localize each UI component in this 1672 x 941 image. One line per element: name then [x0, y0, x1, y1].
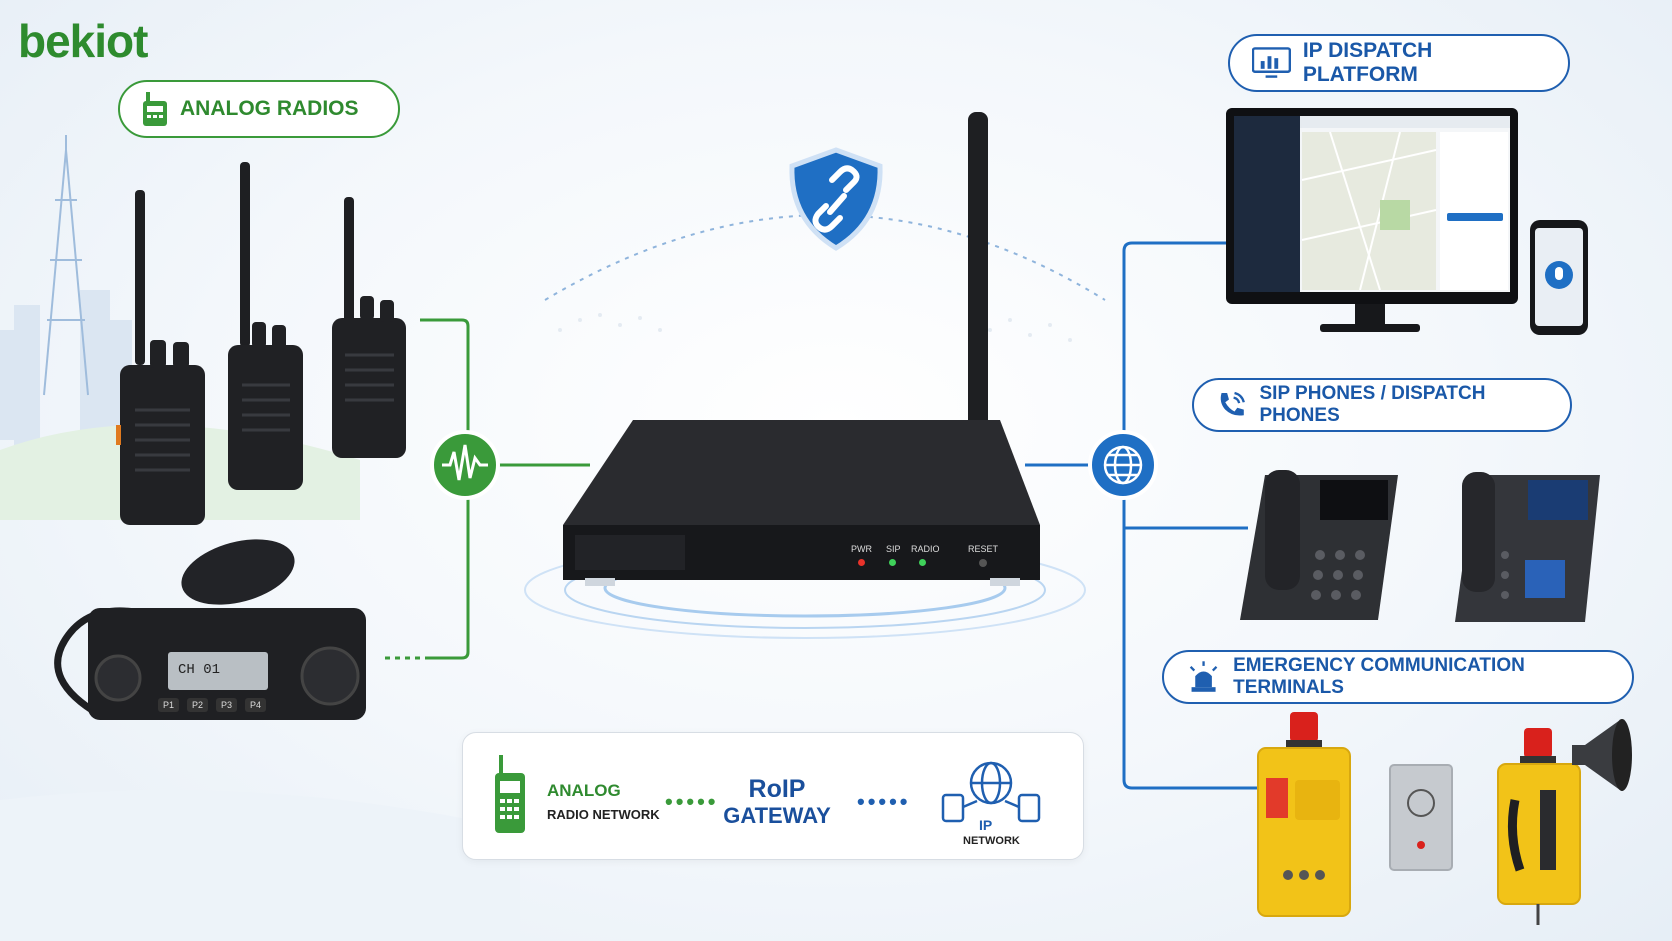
phone-call-icon: [1220, 391, 1245, 416]
ip-dispatch-text: IP DISPATCH PLATFORM: [1302, 39, 1433, 86]
sip-phone-2: [1455, 472, 1600, 622]
dispatch-sidebar: [1234, 116, 1300, 292]
handset: [1265, 470, 1300, 590]
radio-led: [919, 559, 926, 566]
legend-gateway-line2: GATEWAY: [723, 803, 831, 828]
legend-analog-sub: RADIO NETWORK: [547, 807, 660, 822]
handheld-radio-2: [228, 162, 303, 490]
dispatch-map: [1302, 132, 1436, 290]
legend-dots-left: •••••: [665, 789, 719, 814]
globe-icon: [1103, 445, 1143, 485]
led-label-radio: RADIO: [911, 544, 940, 554]
analog-radios-text: ANALOG RADIOS: [180, 97, 359, 120]
emergency-terminals-label: EMERGENCY COMMUNICATION TERMINALS: [1162, 650, 1634, 704]
mobile-radio-channel: CH 01: [178, 662, 221, 678]
mobile-radio-keys: P1 P2 P3 P4: [158, 698, 267, 712]
radio-key-p1: P1: [158, 698, 180, 712]
dispatch-monitor: [1226, 108, 1518, 332]
legend-ip-title: IP: [979, 817, 993, 833]
sip-phones-text: SIP PHONES / DISPATCH PHONES: [1259, 383, 1486, 426]
led-label-sip: SIP: [886, 544, 901, 554]
radio-key-p3: P3: [216, 698, 238, 712]
beacon-icon: [1524, 728, 1552, 758]
handheld-radio-3: [332, 197, 406, 458]
pwr-led: [858, 559, 865, 566]
sip-phone-1: [1240, 470, 1398, 620]
cell-tower-icon: [43, 135, 89, 396]
gateway-top: [563, 420, 1040, 525]
emergency-intercom: [1389, 764, 1453, 871]
legend-analog-title: ANALOG: [547, 781, 621, 800]
analog-radios-label: ANALOG RADIOS: [118, 80, 400, 138]
emergency-terminal-2: [1497, 728, 1581, 925]
mic-icon: [1555, 267, 1563, 280]
volume-knob-icon: [94, 654, 142, 702]
legend-radio-icon: [495, 755, 525, 833]
legend-gateway-line1: RoIP: [748, 775, 806, 803]
ip-dispatch-label: IP DISPATCH PLATFORM: [1228, 34, 1570, 92]
sip-led: [889, 559, 896, 566]
bekiot-logo: bekiot: [18, 15, 148, 67]
megaphone-icon: [1572, 719, 1632, 791]
channel-knob-icon: [300, 646, 360, 706]
handset: [1462, 472, 1495, 592]
led-label-pwr: PWR: [851, 544, 872, 554]
city-skyline: [0, 290, 132, 445]
mobile-radio: [54, 539, 366, 720]
speaker-grille-icon: [1407, 789, 1435, 817]
radio-key-p4: P4: [245, 698, 267, 712]
emergency-terminals-text: EMERGENCY COMMUNICATION TERMINALS: [1233, 655, 1525, 698]
legend-ip-sub: NETWORK: [963, 835, 1020, 847]
network-legend: ANALOG RADIO NETWORK ••••• RoIP GATEWAY …: [462, 732, 1084, 860]
emergency-terminal-1: [1257, 712, 1351, 917]
radio-key-p2: P2: [187, 698, 209, 712]
legend-ip-network-icon: [941, 761, 1041, 823]
ip-network-node: [1088, 430, 1158, 500]
radio-icon: [143, 92, 167, 126]
ip-connector-lines: [1025, 241, 1258, 790]
analog-signal-node: [430, 430, 500, 500]
handset-icon: [1507, 799, 1525, 872]
hand-mic: [181, 539, 295, 605]
monitor-chart-icon: [1252, 47, 1291, 78]
reset-label: RESET: [968, 544, 999, 554]
world-map-dots: [558, 313, 1072, 342]
smartphone: [1530, 220, 1588, 335]
beacon-icon: [1290, 712, 1318, 742]
security-shield-icon: [789, 147, 883, 251]
roip-gateway-device: [563, 112, 1040, 586]
gateway-antenna: [968, 112, 988, 432]
sip-phones-label: SIP PHONES / DISPATCH PHONES: [1192, 378, 1572, 432]
alarm-light-icon: [1189, 661, 1218, 692]
ground-wave: [0, 790, 520, 941]
link-icon: [812, 165, 860, 233]
legend-dots-right: •••••: [857, 789, 911, 814]
handheld-radio-1: [116, 190, 205, 525]
handheld-radios: [116, 162, 406, 525]
radio-display: [168, 652, 268, 690]
waveform-icon: [442, 444, 488, 481]
